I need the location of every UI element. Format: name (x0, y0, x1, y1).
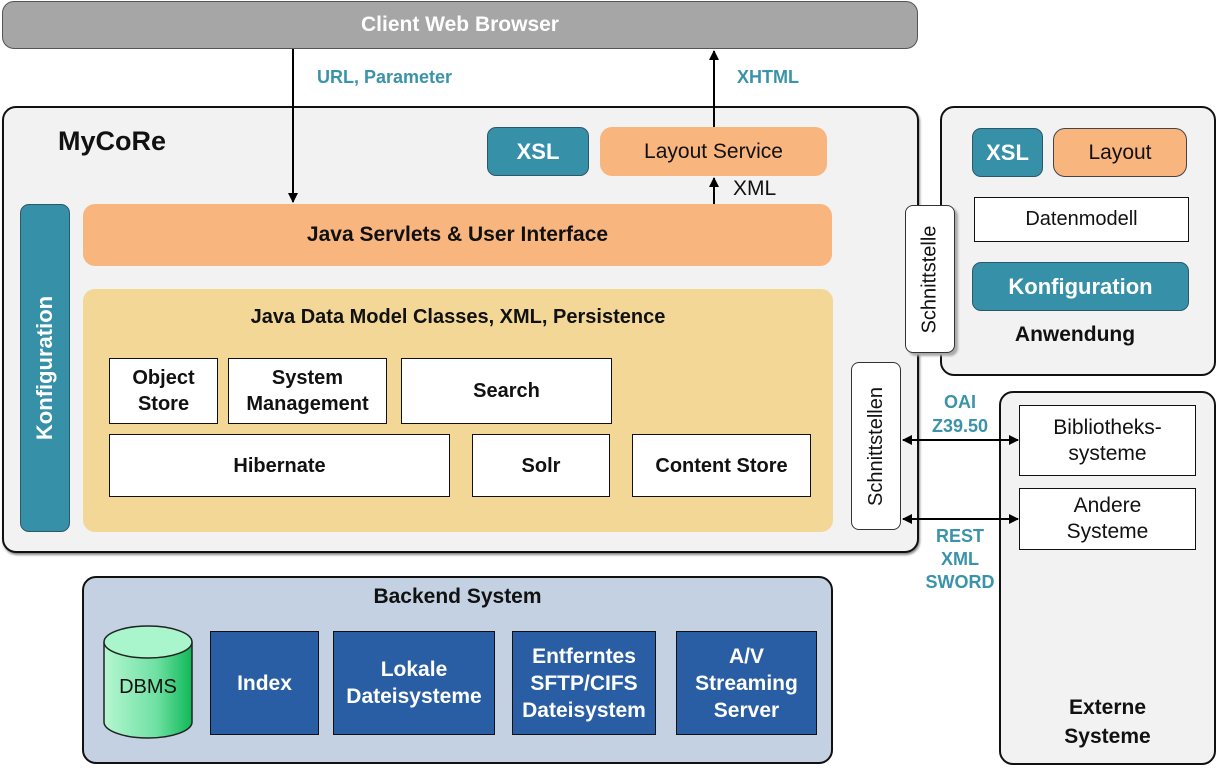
external-label-line-1: Externe (1068, 696, 1147, 719)
servlets-ui-box: Java Servlets & User Interface (83, 204, 832, 266)
interfaces-label: Schnittstellen (864, 386, 887, 506)
application-datamodel-label: Datenmodell (1025, 208, 1138, 230)
index-box: Index (210, 631, 319, 735)
system-management-line-2: Management (246, 393, 369, 415)
external-label-line-2: Systeme (1064, 725, 1151, 748)
xsl-label: XSL (516, 138, 560, 164)
browser-label: Client Web Browser (361, 13, 559, 36)
search-box: Search (401, 358, 612, 424)
other-systems-line-2: Systeme (1066, 520, 1149, 543)
application-layout-box: Layout (1053, 128, 1187, 177)
other-systems-line-1: Andere (1073, 494, 1142, 517)
application-layout-label: Layout (1088, 140, 1152, 164)
request-flow-label: URL, Parameter (317, 67, 453, 87)
hibernate-box: Hibernate (109, 434, 450, 497)
local-fs-line-1: Lokale (380, 658, 448, 681)
application-configuration-box: Konfiguration (972, 262, 1189, 311)
dbms-label: DBMS (119, 676, 177, 698)
local-fs-line-2: Dateisysteme (346, 685, 482, 708)
dbms-cylinder-icon (103, 625, 193, 739)
rest-protocol-label: REST XML SWORD (915, 525, 1005, 594)
remote-fs-line-1: Entferntes (532, 644, 636, 668)
layout-service-label: Layout Service (644, 139, 783, 163)
configuration-label: Konfiguration (32, 295, 58, 441)
application-interface-label: Schnittstelle (918, 225, 941, 333)
oai-line-1: OAI (943, 392, 976, 412)
search-label: Search (473, 380, 540, 402)
library-systems-box: Bibliotheks-systeme (1019, 405, 1196, 476)
interfaces-tab: Schnittstellen (851, 362, 901, 530)
mycore-title: MyCoRe (58, 126, 167, 156)
application-datamodel-box: Datenmodell (974, 197, 1189, 242)
rest-line-2: XML (941, 549, 979, 569)
backend-title: Backend System (373, 585, 542, 608)
xsl-box: XSL (487, 127, 589, 176)
object-store-line-2: Store (137, 393, 190, 415)
client-web-browser: Client Web Browser (2, 1, 918, 49)
xml-flow-label: XML (733, 177, 777, 200)
index-label: Index (237, 671, 292, 695)
response-flow-label: XHTML (737, 67, 799, 87)
hibernate-label: Hibernate (233, 454, 326, 477)
rest-line-3: SWORD (925, 572, 995, 592)
object-store-line-1: Object (132, 367, 195, 389)
datamodel-title: Java Data Model Classes, XML, Persistenc… (250, 306, 666, 328)
layout-service-box: Layout Service (600, 127, 827, 176)
application-configuration-label: Konfiguration (1008, 273, 1153, 299)
solr-label: Solr (521, 454, 561, 477)
content-store-box: Content Store (632, 434, 811, 497)
application-label: Anwendung (1014, 323, 1136, 346)
configuration-bar: Konfiguration (20, 204, 70, 532)
oai-line-2: Z39.50 (931, 416, 989, 436)
remote-fs-line-3: Dateisystem (522, 698, 646, 722)
av-line-1: A/V (728, 644, 764, 668)
solr-box: Solr (472, 434, 610, 497)
application-xsl-label: XSL (986, 139, 1029, 165)
content-store-label: Content Store (655, 454, 788, 477)
remote-fs-line-2: SFTP/CIFS (530, 671, 638, 695)
library-systems-line-2: systeme (1068, 441, 1147, 465)
servlets-label: Java Servlets & User Interface (306, 223, 609, 246)
rest-line-1: REST (935, 526, 984, 546)
application-xsl-box: XSL (972, 128, 1043, 177)
library-systems-line-1: Bibliotheks- (1053, 415, 1162, 439)
system-management-line-1: System (271, 367, 344, 389)
av-line-2: Streaming (695, 671, 798, 695)
oai-protocol-label: OAI Z39.50 (920, 390, 1000, 438)
av-line-3: Server (713, 698, 780, 722)
application-interface-tab: Schnittstelle (905, 205, 955, 353)
